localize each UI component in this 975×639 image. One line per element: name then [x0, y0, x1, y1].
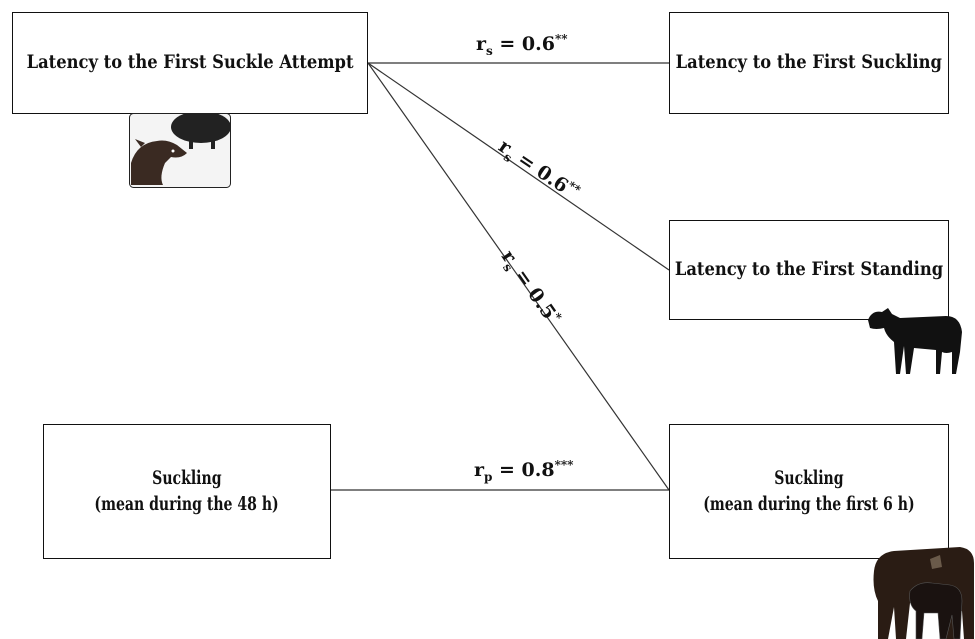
node-suckling-48h: Suckling (mean during the 48 h): [43, 424, 331, 559]
node-label: Latency to the First Standing: [674, 258, 944, 281]
node-label-line1: Suckling: [774, 466, 844, 489]
node-suckling-6h: Suckling (mean during the first 6 h): [669, 424, 949, 559]
node-first-suckle-attempt: Latency to the First Suckle Attempt: [12, 12, 368, 114]
edge-label-attempt-to-suckling: rs = 0.6**: [476, 32, 568, 58]
node-label-line1: Suckling: [152, 466, 222, 489]
node-first-suckling: Latency to the First Suckling: [669, 12, 949, 114]
edge-attempt-to-suckling-6h: [367, 62, 670, 491]
node-label-line2: (mean during the first 6 h): [703, 492, 915, 515]
edge-label-48h-to-6h: rp = 0.8***: [474, 458, 574, 484]
node-label-line2: (mean during the 48 h): [94, 492, 280, 515]
standing-calf-icon: [868, 308, 962, 374]
edge-attempt-to-standing: [367, 62, 670, 271]
node-label: Latency to the First Suckling: [675, 51, 943, 74]
node-label: Latency to the First Suckle Attempt: [26, 51, 354, 74]
node-first-standing: Latency to the First Standing: [669, 220, 949, 320]
calf-suckling-icon: [129, 113, 231, 188]
cow-and-calf-icon: [873, 547, 974, 639]
